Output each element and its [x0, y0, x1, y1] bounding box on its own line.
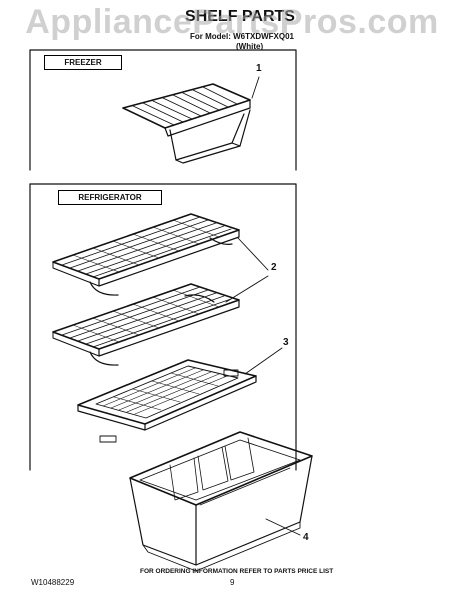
color-variant: (White) — [236, 42, 264, 51]
page-number: 9 — [230, 578, 235, 587]
callout-2: 2 — [271, 262, 277, 273]
site-watermark: AppliancePartsPros.com — [25, 3, 439, 41]
crisper-drawer-drawing — [129, 431, 313, 572]
refrigerator-wire-shelf-a-drawing — [52, 213, 269, 296]
document-id: W10488229 — [31, 578, 75, 587]
refrigerator-section-label: REFRIGERATOR — [58, 190, 162, 205]
freezer-section-frame — [29, 49, 297, 171]
callout-4: 4 — [303, 532, 309, 543]
callout-1: 1 — [256, 63, 262, 74]
callout-3: 3 — [283, 337, 289, 348]
refrigerator-section-frame — [29, 183, 297, 471]
page-title: SHELF PARTS — [185, 8, 295, 25]
ordering-info: FOR ORDERING INFORMATION REFER TO PARTS … — [140, 568, 334, 575]
crisper-cover-drawing — [77, 347, 283, 443]
model-line: For Model: W6TXDWFXQ01 — [190, 32, 294, 41]
freezer-wire-shelf-drawing — [122, 76, 260, 164]
freezer-section-label: FREEZER — [44, 55, 122, 70]
refrigerator-wire-shelf-b-drawing — [52, 275, 269, 366]
